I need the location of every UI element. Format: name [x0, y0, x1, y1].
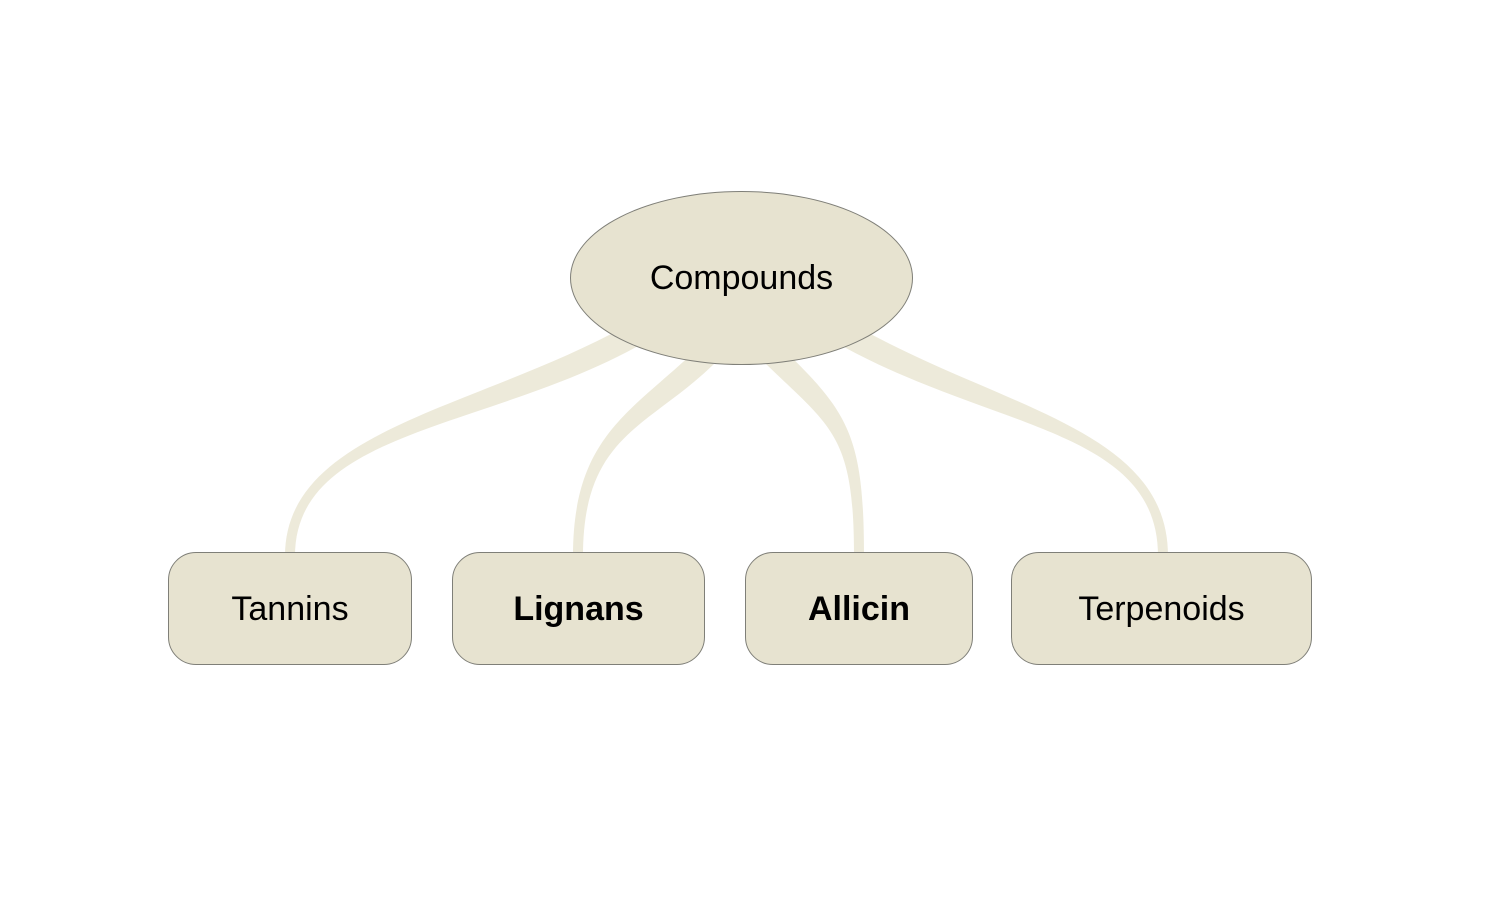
node-label: Allicin: [807, 589, 911, 628]
edge-compounds-lignans: [573, 348, 714, 556]
node-allicin: Allicin: [745, 552, 973, 665]
node-label: Lignans: [513, 589, 644, 628]
node-label: Terpenoids: [1078, 589, 1245, 628]
edge-compounds-tannins: [285, 326, 638, 556]
node-label: Tannins: [231, 589, 349, 628]
node-tannins: Tannins: [168, 552, 412, 665]
node-terpenoids: Terpenoids: [1011, 552, 1312, 665]
node-label: Compounds: [649, 259, 834, 297]
node-lignans: Lignans: [452, 552, 705, 665]
node-compounds: Compounds: [570, 191, 913, 365]
edge-compounds-terpenoids: [844, 326, 1168, 556]
edge-compounds-allicin: [766, 348, 864, 556]
